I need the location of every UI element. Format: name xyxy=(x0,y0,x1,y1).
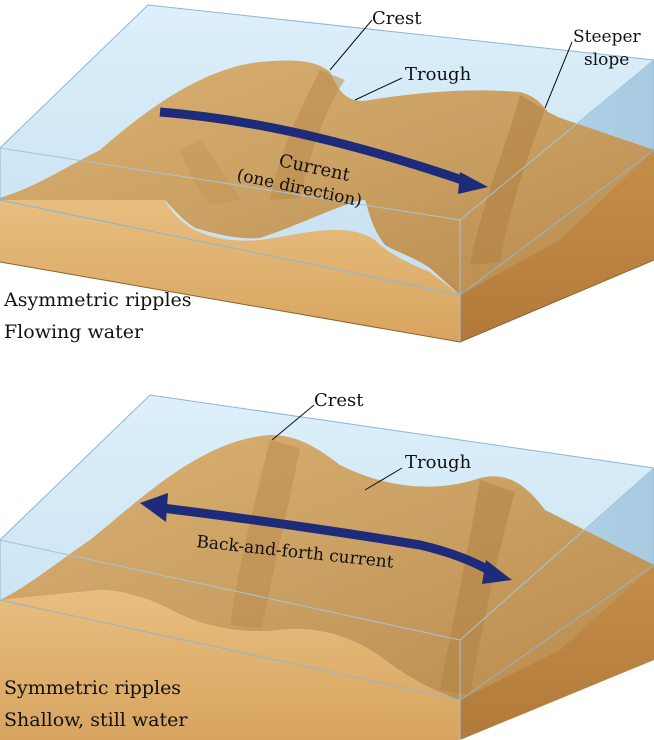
trough-label-2: Trough xyxy=(405,452,472,473)
symmetric-ripple-block: Crest Trough Back-and-forth current Symm… xyxy=(0,390,654,740)
trough-leader-2 xyxy=(364,467,403,491)
crest-leader xyxy=(329,19,373,71)
crest-label: Crest xyxy=(372,8,422,29)
steeper-label-2: slope xyxy=(584,50,629,70)
back-forth-arrow xyxy=(161,503,495,576)
water-top-right xyxy=(459,59,654,221)
caption-still-water: Shallow, still water xyxy=(4,709,188,731)
sand-front-face-2 xyxy=(0,590,460,740)
steeper-leader xyxy=(544,41,573,109)
trough-leader xyxy=(354,77,403,101)
sand-front-face xyxy=(0,200,460,342)
water-top-front-2 xyxy=(0,539,461,641)
ripple-shade-4 xyxy=(230,440,300,628)
steeper-label-1: Steeper xyxy=(573,27,642,47)
water-top-front xyxy=(0,147,461,221)
trough-label: Trough xyxy=(405,64,472,85)
ripple-shade-5 xyxy=(440,480,515,695)
crest-leader-2 xyxy=(271,404,315,441)
caption-asymmetric: Asymmetric ripples xyxy=(3,289,192,311)
sand-block-outline xyxy=(0,259,654,343)
caption-flowing-water: Flowing water xyxy=(4,321,144,343)
water-top-edge xyxy=(0,4,654,296)
ripple-shade-2 xyxy=(470,95,545,265)
back-forth-arrowhead-right xyxy=(482,560,512,584)
current-arrow xyxy=(159,107,470,187)
crest-label-2: Crest xyxy=(314,390,364,411)
back-forth-arrowhead-left xyxy=(140,493,168,522)
asymmetric-ripple-block: Crest Trough Steeper slope Current (one … xyxy=(0,4,654,343)
current-arrowhead xyxy=(458,172,488,194)
ripple-shade-3 xyxy=(180,140,240,205)
water-top-edge-2 xyxy=(0,394,654,701)
water-top-right-2 xyxy=(459,467,654,641)
caption-symmetric: Symmetric ripples xyxy=(4,677,181,699)
